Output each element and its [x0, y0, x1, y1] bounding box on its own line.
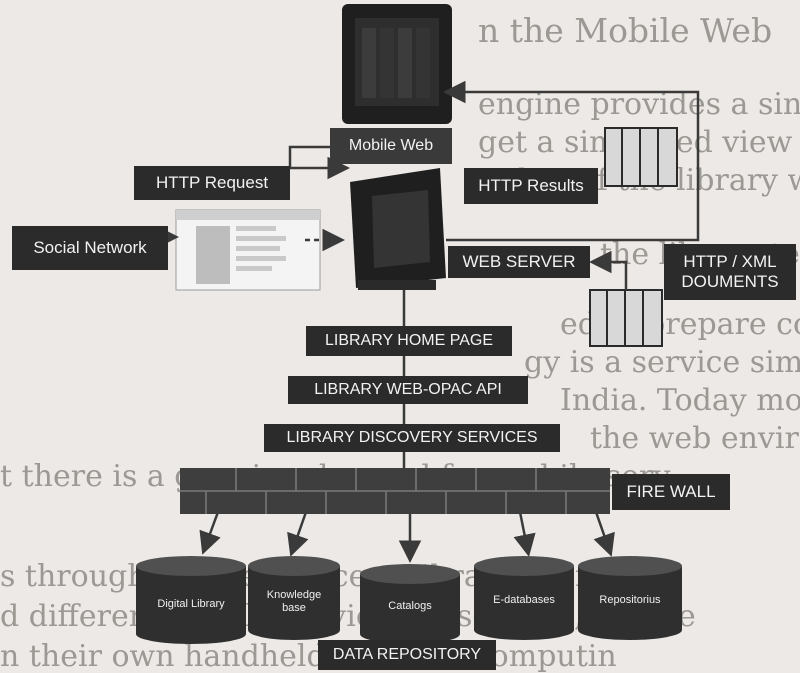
connectors [156, 80, 700, 563]
http-request-label: HTTP Request [134, 166, 290, 200]
database-label-digital-library: Digital Library [138, 584, 244, 624]
library-web-opac-box: LIBRARY WEB-OPAC API [288, 376, 528, 404]
database-label-knowledge-base: Knowledge base [250, 582, 338, 622]
http-xml-documents-label: HTTP / XML DOUMENTS [664, 244, 796, 300]
bg-line: India. Today mobile computing using mo [560, 383, 800, 418]
bg-line: n their own handheld devices. Computin [0, 639, 617, 673]
database-label-text: Catalogs [388, 599, 432, 612]
database-label-text: base [282, 602, 306, 614]
http-xml-line: HTTP / XML [683, 251, 777, 271]
library-home-page-box: LIBRARY HOME PAGE [306, 326, 512, 356]
database-label-text: E-databases [493, 593, 555, 606]
mobile-phone-icon [342, 4, 452, 124]
database-cylinder-icon [360, 564, 460, 644]
data-repository-label: DATA REPOSITORY [318, 640, 496, 670]
database-cylinder-icon [136, 556, 246, 644]
database-cylinder-icon [578, 556, 682, 640]
http-results-documents-icon [604, 127, 678, 187]
social-network-screenshot [175, 209, 321, 291]
web-server-label: WEB SERVER [448, 246, 590, 278]
fire-wall-label: FIRE WALL [612, 474, 730, 510]
database-label-text: Knowledge [266, 589, 322, 602]
database-cylinders [136, 556, 682, 644]
database-cylinder-icon [248, 556, 340, 640]
bg-line: gy is a service similar to serv [524, 345, 800, 380]
bg-line: the web environment, mobile apps and ch [590, 421, 800, 456]
http-results-label: HTTP Results [464, 168, 598, 204]
library-discovery-services-box: LIBRARY DISCOVERY SERVICES [264, 424, 560, 452]
database-label-text: Repositorius [599, 593, 661, 606]
social-network-label: Social Network [12, 226, 168, 270]
database-label-e-databases: E-databases [476, 580, 572, 620]
firewall-wall [180, 468, 610, 514]
database-cylinder-icon [474, 556, 574, 640]
xml-documents-icon [589, 289, 663, 347]
mobile-web-label: Mobile Web [330, 128, 452, 164]
database-label-text: Digital Library [157, 597, 225, 610]
database-label-catalogs: Catalogs [362, 586, 458, 626]
web-server-icon [350, 168, 446, 290]
bg-line: n the Mobile Web [478, 11, 773, 50]
documents-line: DOUMENTS [681, 272, 779, 291]
database-label-repositorius: Repositorius [580, 580, 680, 620]
